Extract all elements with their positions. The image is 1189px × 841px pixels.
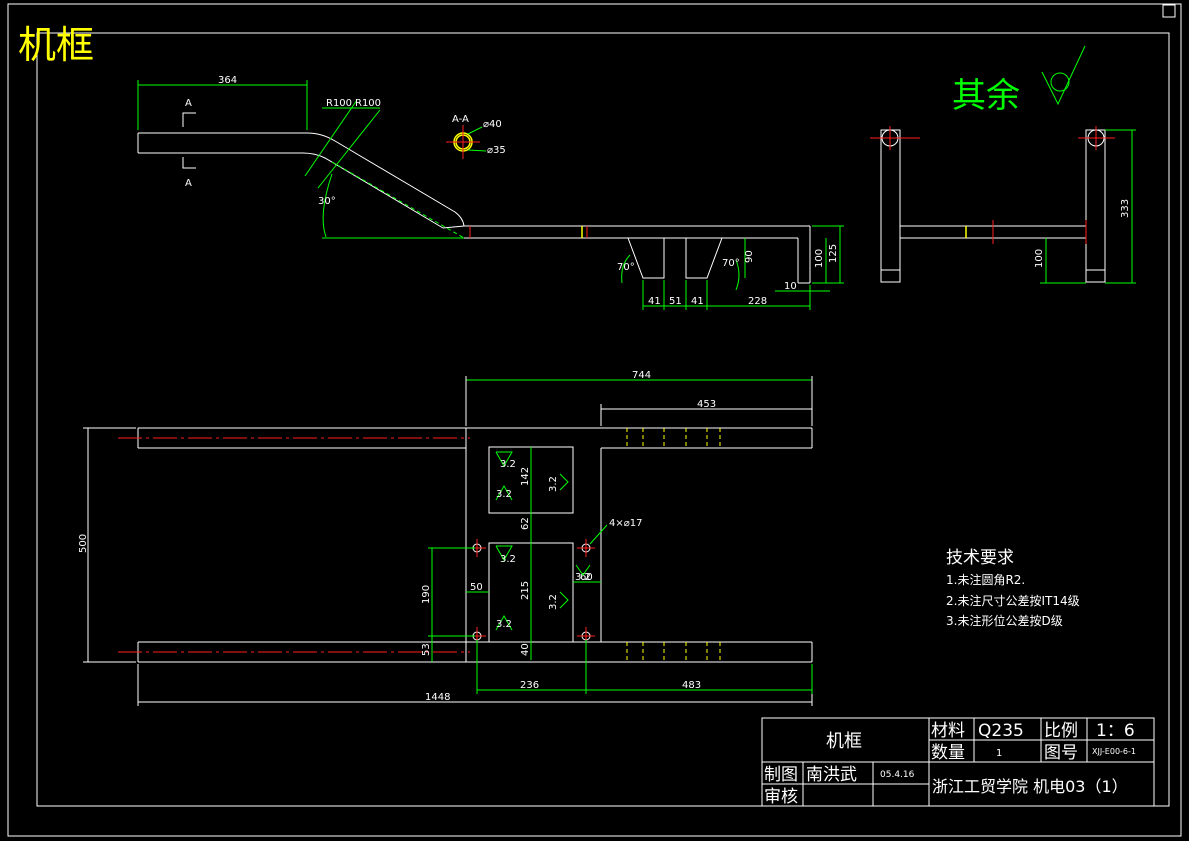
plan-view (118, 427, 813, 663)
dim-r100-a: R100 (326, 98, 352, 109)
roughness-symbol-icon (1041, 45, 1086, 106)
rough-4: 3.2 (500, 554, 516, 565)
dim-142: 142 (520, 467, 531, 486)
dim-190: 190 (421, 585, 432, 604)
end-view (870, 126, 1115, 283)
drawing-title: 机框 (18, 23, 94, 67)
tb-drawn-by: 南洪武 (806, 765, 857, 785)
tb-drawn-label: 制图 (764, 765, 798, 785)
rough-1: 3.2 (500, 459, 516, 470)
dim-100-end: 100 (1034, 249, 1045, 268)
dim-41b: 41 (691, 296, 704, 307)
dim-500: 500 (78, 534, 89, 553)
dim-dia40: ⌀40 (483, 119, 502, 130)
dim-50: 50 (470, 582, 483, 593)
tb-school: 浙江工贸学院 机电03（1） (932, 777, 1128, 796)
tb-drawing-no: XJJ-E00-6-1 (1092, 747, 1136, 756)
tb-material-label: 材料 (931, 721, 965, 741)
rough-2: 3.2 (496, 489, 512, 500)
tech-item-2: 2.未注尺寸公差按IT14级 (946, 593, 1080, 608)
dim-333: 333 (1120, 199, 1131, 218)
tb-check-label: 审核 (764, 787, 798, 807)
dim-dia35: ⌀35 (487, 145, 506, 156)
dim-40: 40 (520, 643, 531, 656)
plan-view-dimensions: 744 453 500 142 62 215 40 190 53 50 60 4… (78, 370, 813, 706)
tech-heading: 技术要求 (946, 548, 1014, 568)
tb-material: Q235 (978, 721, 1024, 741)
dim-51: 51 (669, 296, 682, 307)
tb-drawing-no-label: 图号 (1044, 743, 1078, 763)
dim-453: 453 (697, 399, 716, 410)
tech-item-1: 1.未注圆角R2. (946, 572, 1025, 587)
tech-item-3: 3.未注形位公差按D级 (946, 613, 1063, 628)
section-mark-top: A (185, 98, 192, 109)
rough-3: 3.2 (548, 476, 559, 492)
tb-qty-label: 数量 (931, 743, 965, 763)
inner-border (36, 32, 1170, 807)
dim-r100-b: R100 (355, 98, 381, 109)
surface-note: 其余 (952, 76, 1020, 116)
dim-60: 60 (580, 572, 593, 583)
side-view (137, 132, 811, 284)
end-view-dimensions: 333 100 (1034, 129, 1136, 284)
dim-1448: 1448 (425, 692, 450, 703)
section-label: A-A (452, 114, 469, 125)
dim-41a: 41 (648, 296, 661, 307)
tb-date: 05.4.16 (880, 770, 915, 780)
title-block: 机框 材料 Q235 比例 1：6 数量 1 图号 XJJ-E00-6-1 制图… (761, 717, 1155, 807)
outer-border (7, 3, 1182, 837)
dim-228: 228 (748, 296, 767, 307)
dim-10: 10 (784, 281, 797, 292)
dim-100: 100 (814, 249, 825, 268)
tb-scale: 1：6 (1096, 721, 1135, 741)
dim-53: 53 (421, 643, 432, 656)
corner-box (1162, 4, 1176, 18)
dim-483: 483 (682, 680, 701, 691)
tb-scale-label: 比例 (1044, 721, 1078, 741)
dim-62: 62 (520, 517, 531, 530)
dim-125: 125 (828, 244, 839, 263)
section-aa: A-A ⌀40 ⌀35 (446, 114, 506, 159)
dim-90: 90 (744, 250, 755, 263)
dim-70-right: 70° (722, 258, 740, 269)
section-mark-bottom: A (185, 178, 192, 189)
dim-236: 236 (520, 680, 539, 691)
rough-6: 3.2 (496, 619, 512, 630)
dim-30deg: 30° (318, 196, 336, 207)
dim-215: 215 (520, 581, 531, 600)
tb-part-name: 机框 (826, 731, 862, 752)
tb-qty: 1 (996, 748, 1002, 759)
dim-364: 364 (218, 75, 237, 86)
technical-requirements: 技术要求 1.未注圆角R2. 2.未注尺寸公差按IT14级 3.未注形位公差按D… (946, 548, 1080, 628)
dim-744: 744 (632, 370, 651, 381)
holes-callout: 4×⌀17 (609, 518, 643, 529)
side-view-dimensions: 364 R100 R100 30° A A 70° 70° 41 51 41 2… (137, 75, 844, 310)
dim-70-left: 70° (617, 262, 635, 273)
rough-7: 3.2 (575, 572, 591, 583)
rough-5: 3.2 (548, 594, 559, 610)
